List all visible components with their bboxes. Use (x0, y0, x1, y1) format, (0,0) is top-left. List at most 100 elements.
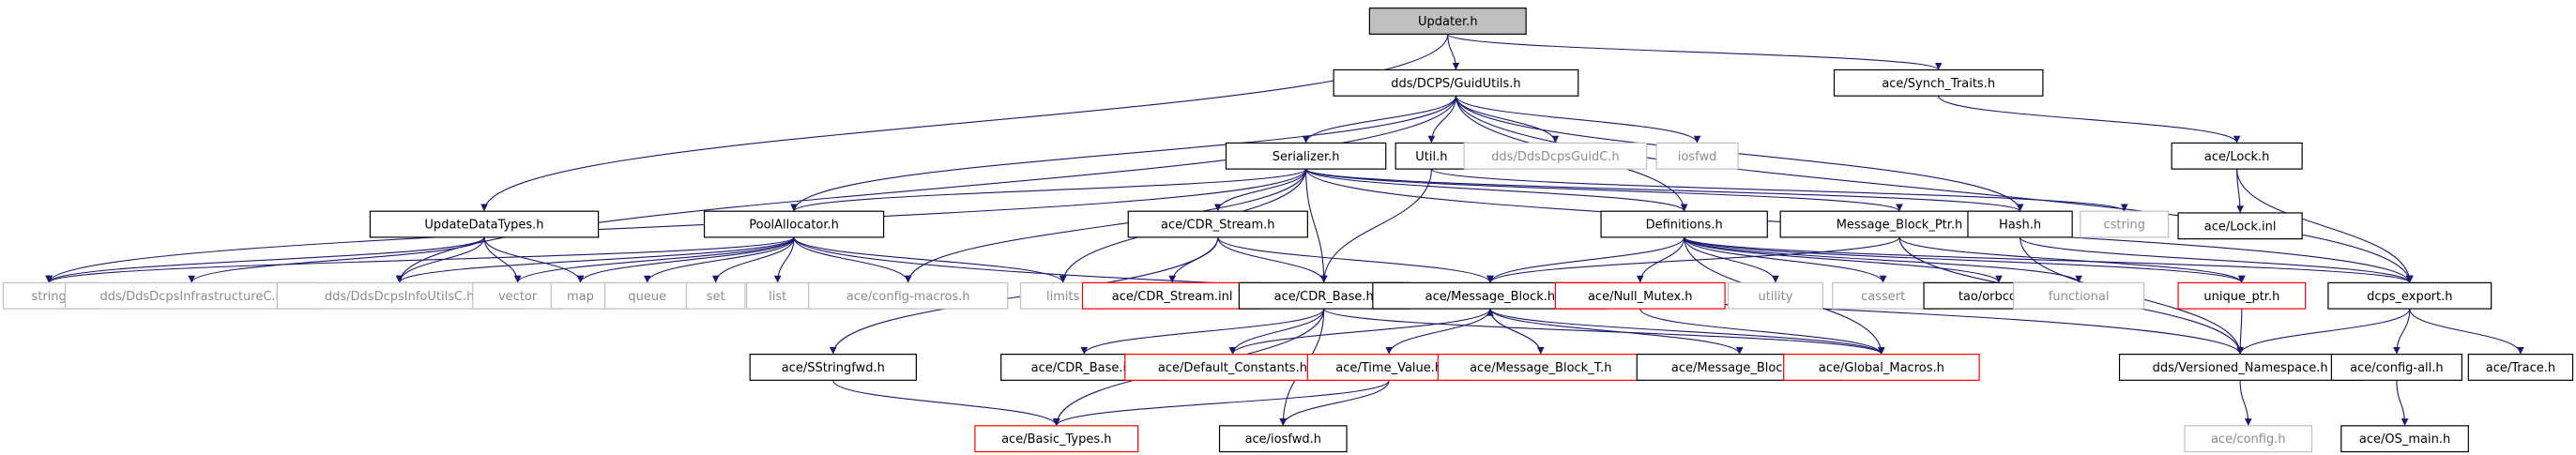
node-acetrace[interactable]: ace/Trace.h (2467, 354, 2574, 381)
node-globalmacros[interactable]: ace/Global_Macros.h (1783, 354, 1980, 381)
edge-nullmutex-to-globalmacros (1639, 308, 1885, 355)
node-box (2177, 281, 2307, 310)
node-box (2177, 212, 2303, 240)
node-lock[interactable]: ace/Lock.h (2171, 142, 2303, 170)
edge-serializer-to-configmacros (904, 169, 1307, 283)
node-hash[interactable]: Hash.h (1967, 210, 2073, 238)
edge-updater-to-guidutils (1447, 34, 1460, 70)
node-label: string (31, 290, 66, 304)
node-box (1727, 281, 1823, 310)
node-box (2467, 354, 2574, 381)
node-label: queue (628, 290, 666, 304)
node-label: unique_ptr.h (2203, 290, 2279, 304)
node-label: dds/DdsDcpsGuidC.h (1491, 150, 1620, 164)
node-cdrstreaminl[interactable]: ace/CDR_Stream.inl (1081, 281, 1263, 310)
edge-guidutils-to-serializer (1302, 96, 1456, 144)
node-label: Definitions.h (1646, 219, 1723, 233)
node-box (1967, 210, 2073, 238)
node-queue: queue (603, 281, 691, 310)
node-updatedatatypes[interactable]: UpdateDataTypes.h (369, 210, 600, 238)
node-sstringfwd[interactable]: ace/SStringfwd.h (749, 354, 917, 381)
node-mbt[interactable]: ace/Message_Block_T.h (1437, 354, 1644, 381)
node-box (746, 281, 810, 310)
node-basictypes[interactable]: ace/Basic_Types.h (974, 425, 1139, 453)
node-box (1081, 281, 1263, 310)
edge-poolallocator-to-configmacros (793, 236, 912, 283)
node-nullmutex[interactable]: ace/Null_Mutex.h (1554, 281, 1726, 310)
nodes-layer: Updater.h dds/DCPS/GuidUtils.h ace/Synch_T… (2, 8, 2574, 453)
node-box (2340, 425, 2469, 453)
node-configmacros: ace/config-macros.h (808, 281, 1009, 310)
node-label: Util.h (1415, 150, 1447, 164)
edge-messageblock-to-timevalue (1385, 308, 1491, 355)
edge-guidutils-to-guidc (1455, 96, 1560, 144)
node-box (1600, 210, 1768, 238)
node-dcpsexport[interactable]: dcps_export.h (2327, 281, 2492, 310)
node-util[interactable]: Util.h (1395, 142, 1469, 170)
edge-definitions-to-utility (1684, 236, 1779, 283)
node-label: ace/Synch_Traits.h (1882, 77, 1995, 91)
edge-cdrbase-to-defconst (1228, 309, 1325, 355)
edge-poolallocator-to-map (576, 236, 795, 283)
node-aceiosfwd[interactable]: ace/iosfwd.h (1218, 425, 1348, 453)
node-box (1368, 8, 1527, 35)
node-box (1333, 68, 1579, 97)
edge-dcpsexport-to-versioned (2236, 308, 2411, 355)
node-versioned[interactable]: dds/Versioned_Namespace.h (2118, 354, 2362, 381)
edge-serializer-to-cdrstream (1213, 169, 1307, 212)
node-label: ace/Default_Constants.h (1158, 361, 1307, 375)
node-label: dcps_export.h (2367, 290, 2452, 304)
node-serializer[interactable]: Serializer.h (1225, 142, 1387, 170)
node-box (2080, 210, 2170, 238)
edge-uniqueptr-to-versioned (2236, 309, 2244, 355)
node-iosfwd: iosfwd (1655, 142, 1739, 170)
node-configall[interactable]: ace/config-all.h (2330, 354, 2462, 381)
edge-versioned-to-configh (2239, 380, 2252, 426)
edge-definitions-to-cassert (1684, 236, 1887, 283)
edge-updater-to-updatedatatypes (480, 34, 1449, 212)
node-label: utility (1758, 290, 1792, 304)
node-map: map (550, 281, 611, 310)
node-guidutils[interactable]: dds/DCPS/GuidUtils.h (1333, 68, 1579, 97)
node-cdrstream[interactable]: ace/CDR_Stream.h (1127, 210, 1308, 238)
edge-serializer-to-string (45, 169, 1307, 283)
node-lockinl[interactable]: ace/Lock.inl (2177, 212, 2303, 240)
node-label: UpdateDataTypes.h (424, 219, 543, 233)
edge-cdrbase-to-cdrbaseinl (1080, 308, 1325, 355)
node-utility: utility (1727, 281, 1823, 310)
node-vector: vector (472, 281, 563, 310)
edge-definitions-to-uniqueptr (1684, 236, 2246, 283)
node-label: ace/Basic_Types.h (1001, 432, 1111, 447)
edge-cdrstream-to-messageblock (1217, 236, 1494, 283)
node-poolallocator[interactable]: PoolAllocator.h (703, 210, 885, 238)
node-guidc: dds/DdsDcpsGuidC.h (1463, 142, 1648, 170)
node-synch[interactable]: ace/Synch_Traits.h (1833, 68, 2044, 97)
edge-messageblock-to-globalmacros (1489, 308, 1885, 356)
node-definitions[interactable]: Definitions.h (1600, 210, 1768, 238)
node-label: limits (1046, 290, 1080, 304)
node-label: Updater.h (1418, 15, 1478, 29)
node-label: dds/Versioned_Namespace.h (2153, 361, 2328, 375)
node-box (369, 210, 600, 238)
node-defconst[interactable]: ace/Default_Constants.h (1124, 354, 1341, 381)
node-label: ace/Message_Block.inl (1671, 361, 1808, 375)
node-osmain[interactable]: ace/OS_main.h (2340, 425, 2469, 453)
node-infraC: dds/DdsDcpsInfrastructureC.h (64, 281, 319, 310)
node-updater[interactable]: Updater.h (1368, 8, 1527, 35)
edge-definitions-to-functional (1684, 236, 2082, 283)
node-label: dds/DdsDcpsInfrastructureC.h (99, 290, 282, 304)
node-label: ace/Time_Value.h (1335, 361, 1442, 375)
node-uniqueptr[interactable]: unique_ptr.h (2177, 281, 2307, 310)
node-label: dds/DCPS/GuidUtils.h (1391, 77, 1520, 91)
node-box (1437, 354, 1644, 381)
node-cstring: cstring (2080, 210, 2170, 238)
edge-mbptr-to-uniqueptr (1898, 236, 2246, 283)
node-label: set (707, 290, 725, 304)
node-label: ace/config-all.h (2350, 361, 2444, 375)
node-label: Message_Block_Ptr.h (1837, 219, 1963, 233)
edge-guidutils-to-iosfwd (1455, 95, 1701, 144)
edge-timevalue-to-aceiosfwd (1279, 380, 1390, 426)
edge-dcpsexport-to-acetrace (2409, 308, 2524, 355)
edge-synch-to-lock (1938, 95, 2241, 144)
node-label: functional (2049, 290, 2110, 304)
